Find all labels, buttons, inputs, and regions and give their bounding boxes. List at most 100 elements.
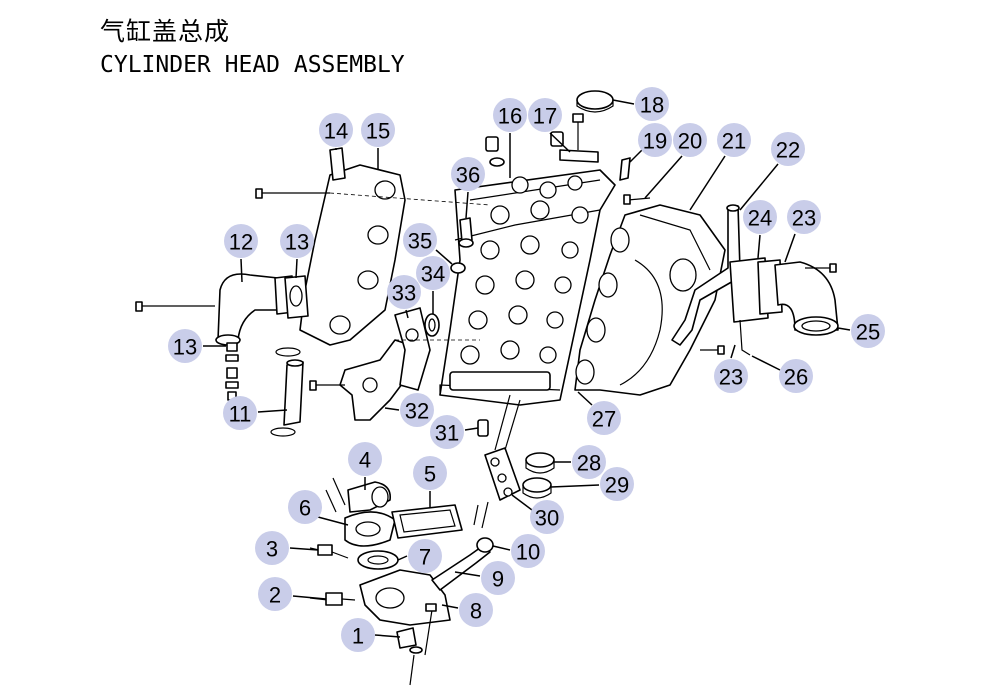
callout-bubble xyxy=(319,113,353,147)
alignment-line-a xyxy=(329,192,491,206)
callout-leader-line xyxy=(454,571,481,577)
callout-10: 10 xyxy=(492,534,545,568)
callout-leader-line xyxy=(730,344,736,359)
callout-number: 36 xyxy=(456,163,480,188)
callout-bubble xyxy=(413,456,447,490)
cylinder-head xyxy=(439,169,616,406)
callout-bubble xyxy=(638,123,672,157)
callout-34: 34 xyxy=(416,256,450,314)
head-caps xyxy=(485,131,564,167)
callout-bubble xyxy=(635,87,669,121)
rocker-bracket xyxy=(559,113,599,163)
callout-bubble xyxy=(771,132,805,166)
callout-leader-line xyxy=(757,234,761,259)
callout-bubble xyxy=(403,223,437,257)
callout-9: 9 xyxy=(454,561,515,595)
callout-number: 4 xyxy=(359,448,371,473)
callout-14: 14 xyxy=(319,113,353,150)
exhaust-elbow xyxy=(774,261,839,336)
callout-bubble xyxy=(714,359,748,393)
callout-bubble xyxy=(387,275,421,309)
callout-bubble xyxy=(459,593,493,627)
callout-24: 24 xyxy=(743,200,777,259)
callout-bubble xyxy=(224,224,258,258)
callout-2: 2 xyxy=(258,577,327,611)
exhaust-stud xyxy=(623,194,651,205)
callout-28: 28 xyxy=(554,445,606,479)
callout-number: 8 xyxy=(470,599,482,624)
callout-bubble xyxy=(168,329,202,363)
callout-leader-line xyxy=(295,258,298,279)
callout-number: 10 xyxy=(516,540,540,565)
callout-15: 15 xyxy=(361,113,395,170)
callout-number: 29 xyxy=(605,473,629,498)
flange-bolts xyxy=(700,263,837,356)
callout-6: 6 xyxy=(288,490,349,526)
callout-leader-line xyxy=(550,484,600,488)
callout-bubble xyxy=(288,490,322,524)
callout-leader-line xyxy=(292,595,327,600)
callout-leader-line xyxy=(240,258,243,283)
callout-number: 25 xyxy=(856,320,880,345)
callout-17: 17 xyxy=(528,98,571,153)
callout-leader-line xyxy=(612,99,635,105)
callout-number: 27 xyxy=(592,407,616,432)
core-plugs xyxy=(522,452,555,499)
callout-leader-line xyxy=(751,355,781,371)
callout-bubble xyxy=(528,98,562,132)
callout-leader-line xyxy=(441,604,459,609)
callout-number: 21 xyxy=(722,129,746,154)
callout-number: 31 xyxy=(435,421,459,446)
callout-11: 11 xyxy=(223,396,288,430)
callout-19: 19 xyxy=(629,123,672,163)
bracket-plate xyxy=(394,307,480,391)
callout-bubble xyxy=(258,577,292,611)
dowel-pin xyxy=(619,157,631,181)
callout-leader-line xyxy=(784,233,796,263)
callout-5: 5 xyxy=(413,456,447,508)
callout-number: 15 xyxy=(366,119,390,144)
callout-bubble xyxy=(348,442,382,476)
callout-16: 16 xyxy=(493,98,527,178)
callout-number: 13 xyxy=(285,230,309,255)
callout-number: 2 xyxy=(269,583,281,608)
callout-7: 7 xyxy=(397,539,442,573)
water-hose xyxy=(270,347,304,437)
callout-leader-line xyxy=(629,149,643,163)
head-dowel xyxy=(477,419,489,437)
callout-bubble xyxy=(481,561,515,595)
callout-number: 33 xyxy=(392,281,416,306)
callout-bubble xyxy=(493,98,527,132)
callout-12: 12 xyxy=(224,224,258,283)
callout-3: 3 xyxy=(255,531,319,565)
callout-number: 12 xyxy=(229,230,253,255)
callout-bubble xyxy=(361,113,395,147)
callout-22: 22 xyxy=(739,132,805,211)
exhaust-pipe xyxy=(671,204,741,346)
callout-number: 9 xyxy=(492,567,504,592)
injector-sleeve xyxy=(458,217,474,248)
callout-25: 25 xyxy=(837,314,885,348)
callout-bubble xyxy=(743,200,777,234)
callout-leader-line xyxy=(689,155,726,211)
valve-seal xyxy=(450,262,466,274)
callout-23: 23 xyxy=(784,200,821,263)
callout-number: 20 xyxy=(678,129,702,154)
callout-bubble xyxy=(280,224,314,258)
callout-number: 17 xyxy=(533,104,557,129)
callout-leader-line xyxy=(464,427,479,431)
callout-number: 24 xyxy=(748,206,772,231)
intake-manifold xyxy=(299,147,406,346)
callout-leader-line xyxy=(289,547,319,551)
callout-8: 8 xyxy=(441,593,493,627)
callout-29: 29 xyxy=(550,467,634,501)
callout-bubble xyxy=(717,123,751,157)
callout-number: 5 xyxy=(424,462,436,487)
callout-number: 34 xyxy=(421,262,445,287)
water-outlet-pipe xyxy=(484,394,521,501)
callout-36: 36 xyxy=(451,157,485,219)
callout-leader-line xyxy=(374,634,401,638)
callout-number: 14 xyxy=(324,119,348,144)
